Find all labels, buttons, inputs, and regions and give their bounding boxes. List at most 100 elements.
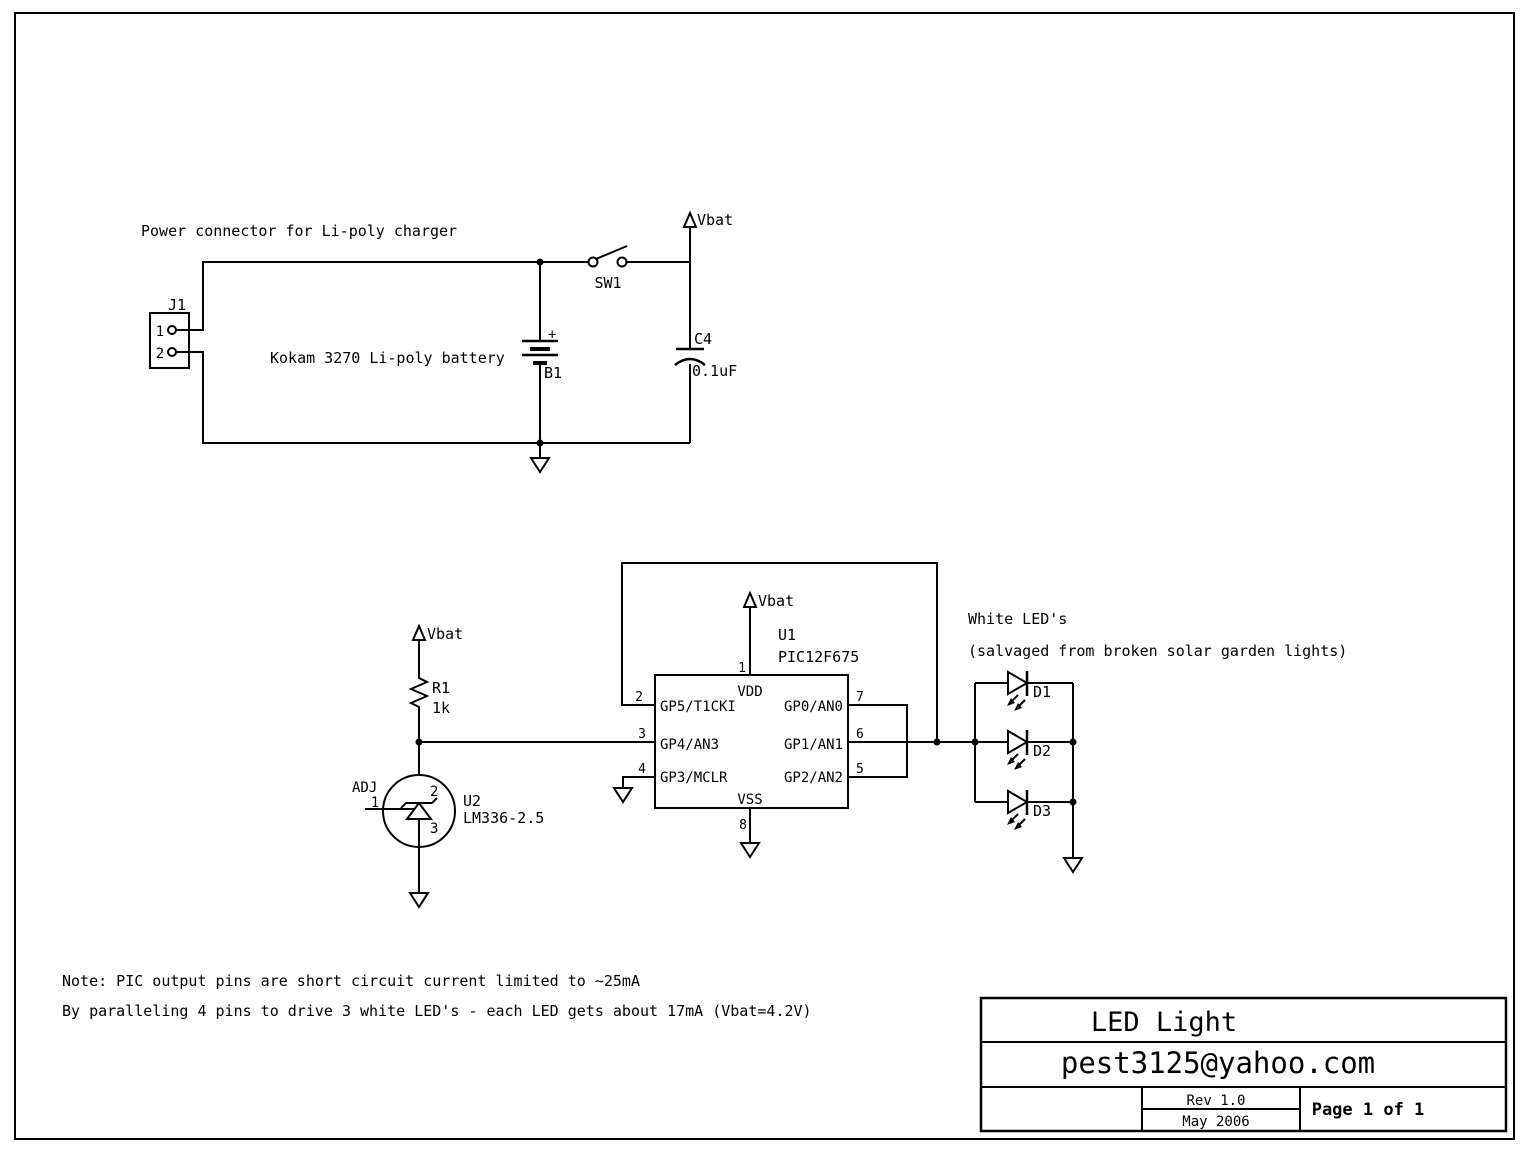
connector-j1: J1 1 2	[149, 296, 190, 369]
u1-vss-label: VSS	[737, 792, 762, 808]
d3-arrowhead-1	[1007, 817, 1015, 825]
ground-icon	[1062, 857, 1084, 874]
vbat-arrow-icon	[411, 623, 427, 641]
ground-icon	[739, 842, 761, 859]
u1-gp4-label: GP4/AN3	[660, 737, 719, 753]
d2-arrowhead-1	[1007, 757, 1015, 765]
u1-part: PIC12F675	[778, 648, 859, 666]
resistor-r1: R1 1k	[408, 640, 450, 775]
email-text: pest3125@yahoo.com	[1061, 1046, 1375, 1080]
ground-icon	[529, 457, 551, 474]
d2-ref: D2	[1033, 742, 1051, 760]
u2-ref: U2	[463, 792, 481, 810]
u1-vdd-label: VDD	[737, 684, 762, 700]
vbat-net-label: Vbat	[427, 625, 463, 643]
r1-body-and-wires	[408, 640, 430, 775]
wire-j1-bottom-rail	[176, 351, 690, 444]
sw1-lever	[595, 245, 628, 260]
date-text: May 2006	[1182, 1114, 1249, 1130]
led-d3: D3	[975, 789, 1073, 830]
note-line-2: By paralleling 4 pins to drive 3 white L…	[62, 1002, 812, 1020]
title-block-frame	[979, 996, 1508, 1133]
d2-arrowhead-2	[1014, 762, 1022, 770]
j1-box	[149, 312, 190, 369]
battery-b1: + B1 Kokam 3270 Li-poly battery	[270, 258, 562, 447]
vbat-arrow-icon	[742, 590, 758, 608]
d1-ref: D1	[1033, 683, 1051, 701]
u2-part: LM336-2.5	[463, 809, 544, 827]
d3-arrowhead-2	[1014, 822, 1022, 830]
sw1-right-terminal	[616, 256, 628, 268]
ground-symbol-u2	[408, 892, 430, 909]
rev-text: Rev 1.0	[1186, 1093, 1245, 1109]
title-block: LED Light pest3125@yahoo.com Rev 1.0 May…	[979, 996, 1508, 1133]
page-number-text: Page 1 of 1	[1312, 1100, 1425, 1120]
vbat-net-label: Vbat	[697, 211, 733, 229]
r1-ref: R1	[432, 679, 450, 697]
d1-diode-triangle	[1007, 670, 1029, 696]
c4-plate-bottom-curved	[674, 357, 706, 367]
charger-section: Power connector for Li-poly charger J1 1…	[141, 210, 737, 474]
d1-arrowhead-1	[1007, 698, 1015, 706]
j1-pin1-terminal	[167, 325, 177, 335]
battery-plus-mark: +	[548, 327, 556, 343]
notes: Note: PIC output pins are short circuit …	[62, 972, 812, 1020]
vref-section: Vbat R1 1k ADJ 1 2 3 U2 LM336-2.5	[352, 623, 544, 909]
u1-pin5-number: 5	[856, 762, 864, 777]
vbat-symbol-u1: Vbat	[742, 590, 794, 675]
vbat-symbol-r1: Vbat	[411, 623, 463, 643]
wire-gp3-ground	[622, 776, 655, 788]
u2-adj-label: ADJ	[352, 780, 377, 796]
vbat-symbol-top: Vbat	[682, 210, 733, 349]
u2-pin2-number: 2	[430, 784, 438, 800]
u1-pin2-number: 2	[635, 690, 643, 705]
u1-pin7-number: 7	[856, 690, 864, 705]
charger-caption: Power connector for Li-poly charger	[141, 222, 457, 240]
u2-pin1-number: 1	[371, 795, 379, 811]
ground-icon	[612, 787, 634, 804]
j1-pin2-number: 2	[156, 346, 164, 362]
d3-diode-triangle	[1007, 789, 1029, 815]
c4-value: 0.1uF	[692, 362, 737, 380]
mcu-section: U1 PIC12F675 Vbat 1 VDD VSS GP5/T1CKI GP…	[419, 562, 975, 859]
reference-u2: ADJ 1 2 3 U2 LM336-2.5	[352, 774, 544, 893]
switch-sw1: SW1	[587, 245, 628, 292]
sw1-ref: SW1	[594, 274, 621, 292]
ground-symbol-leds	[1062, 857, 1084, 874]
u1-pin6-number: 6	[856, 727, 864, 742]
j1-pin2-terminal	[167, 347, 177, 357]
u1-gp1-label: GP1/AN1	[784, 737, 843, 753]
u1-gp3-label: GP3/MCLR	[660, 770, 728, 786]
d1-arrowhead-2	[1014, 703, 1022, 711]
wire-j1-top-rail	[176, 261, 588, 331]
u1-pin4-number: 4	[638, 762, 646, 777]
u1-gp0-label: GP0/AN0	[784, 699, 843, 715]
j1-pin1-number: 1	[156, 324, 164, 340]
led-section: White LED's (salvaged from broken solar …	[968, 610, 1347, 874]
led-caption-2: (salvaged from broken solar garden light…	[968, 642, 1347, 660]
sw1-left-terminal	[587, 256, 599, 268]
led-caption-1: White LED's	[968, 610, 1067, 628]
u1-ref: U1	[778, 626, 796, 644]
title-text: LED Light	[1091, 1007, 1237, 1038]
u1-gp2-label: GP2/AN2	[784, 770, 843, 786]
u2-pin3-number: 3	[430, 821, 438, 837]
d2-diode-triangle	[1007, 729, 1029, 755]
vbat-net-label: Vbat	[758, 592, 794, 610]
battery-ref: B1	[544, 364, 562, 382]
c4-ref: C4	[694, 330, 712, 348]
page-border	[14, 12, 1515, 1140]
u1-pin3-number: 3	[638, 727, 646, 742]
u1-gp5-label: GP5/T1CKI	[660, 699, 736, 715]
led-d1: D1	[975, 670, 1073, 711]
j1-ref: J1	[168, 296, 186, 314]
vbat-arrow-icon	[682, 210, 698, 228]
note-line-1: Note: PIC output pins are short circuit …	[62, 972, 640, 990]
u2-zener-triangle	[405, 801, 433, 820]
u1-pin1-number: 1	[738, 661, 746, 676]
junction-dot	[933, 738, 941, 746]
d3-ref: D3	[1033, 802, 1051, 820]
r1-value: 1k	[432, 699, 450, 717]
capacitor-c4: C4 0.1uF	[674, 330, 737, 443]
